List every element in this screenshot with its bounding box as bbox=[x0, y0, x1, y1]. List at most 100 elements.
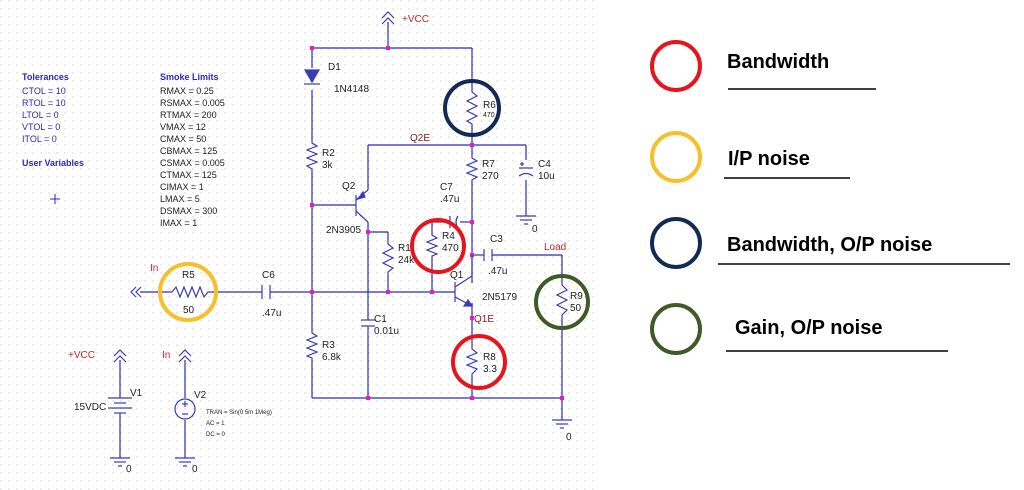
vcc-source-label: +VCC bbox=[68, 350, 95, 361]
resistor-r2-icon bbox=[305, 140, 319, 172]
r6-value: 470 bbox=[483, 112, 495, 119]
smoke-limit-line: VMAX = 12 bbox=[160, 122, 206, 132]
v1-name: V1 bbox=[130, 388, 143, 399]
junction-dot bbox=[560, 396, 564, 400]
legend-item-bandwidth-op-noise: Bandwidth, O/P noise bbox=[650, 217, 1010, 269]
q1-part: 2N5179 bbox=[482, 292, 517, 303]
smoke-limit-line: RSMAX = 0.005 bbox=[160, 98, 225, 108]
c3-name: C3 bbox=[490, 234, 503, 245]
v2-name: V2 bbox=[194, 390, 207, 401]
c7-name: C7 bbox=[440, 182, 453, 193]
capacitor-c1-icon bbox=[361, 319, 375, 336]
resistor-r3-icon bbox=[305, 330, 319, 360]
vcc-symbol-source bbox=[113, 349, 127, 363]
r8-name: R8 bbox=[483, 352, 496, 363]
crosshair-cursor bbox=[50, 194, 60, 204]
smoke-limits-block: Smoke Limits RMAX = 0.25 RSMAX = 0.005 R… bbox=[160, 72, 225, 228]
tolerance-line: RTOL = 10 bbox=[22, 98, 66, 108]
user-variables-title: User Variables bbox=[22, 158, 84, 168]
legend-swatch-circle bbox=[650, 40, 702, 92]
junction-dot bbox=[470, 220, 474, 224]
resistor-r9-icon bbox=[555, 280, 569, 318]
legend-swatch-circle bbox=[650, 217, 702, 269]
r4-value: 470 bbox=[442, 243, 459, 254]
legend-item-ip-noise: I/P noise bbox=[650, 131, 850, 183]
resistor-r8-icon bbox=[465, 345, 479, 378]
junctions bbox=[310, 46, 564, 400]
junction-dot bbox=[470, 316, 474, 320]
r2-name: R2 bbox=[322, 148, 335, 159]
input-arrow-icon bbox=[130, 286, 142, 298]
r8-value: 3.3 bbox=[483, 364, 497, 375]
v2-ac: AC = 1 bbox=[206, 421, 225, 427]
legend-item-gain-op-noise: Gain, O/P noise bbox=[650, 303, 948, 355]
legend-swatch-circle bbox=[650, 303, 702, 355]
c6-value: .47u bbox=[262, 308, 281, 319]
smoke-limit-line: CMAX = 50 bbox=[160, 134, 206, 144]
junction-dot bbox=[470, 143, 474, 147]
legend-item-bandwidth: Bandwidth bbox=[650, 40, 876, 92]
transistor-q2-icon bbox=[355, 189, 369, 223]
c4-value: 10u bbox=[538, 171, 555, 182]
r7-value: 270 bbox=[482, 171, 499, 182]
junction-dot bbox=[366, 396, 370, 400]
junction-dot bbox=[310, 203, 314, 207]
ground-c4-icon bbox=[516, 215, 536, 225]
ac-source-v2-icon bbox=[174, 398, 196, 420]
q2e-net-label: Q2E bbox=[410, 133, 430, 144]
capacitor-c4-icon bbox=[518, 162, 534, 177]
highlight-r6-circle bbox=[443, 79, 501, 137]
legend-label: Bandwidth bbox=[727, 51, 829, 73]
smoke-limit-line: CBMAX = 125 bbox=[160, 146, 217, 156]
battery-v1-icon bbox=[108, 397, 132, 418]
r9-name: R9 bbox=[570, 291, 583, 302]
smoke-limit-line: CSMAX = 0.005 bbox=[160, 158, 225, 168]
c7-value: .47u bbox=[440, 194, 459, 205]
highlight-r5-circle bbox=[158, 262, 218, 322]
capacitor-c6-icon bbox=[261, 285, 271, 299]
load-net-label: Load bbox=[544, 242, 566, 253]
junction-dot bbox=[310, 290, 314, 294]
r9-value: 50 bbox=[570, 303, 582, 314]
r2-value: 3k bbox=[322, 160, 334, 171]
r1-value: 24k bbox=[398, 255, 415, 266]
legend: Bandwidth I/P noise Bandwidth, O/P noise… bbox=[650, 40, 1010, 355]
highlight-circles bbox=[158, 79, 590, 390]
tolerances-block: Tolerances CTOL = 10 RTOL = 10 LTOL = 0 … bbox=[22, 72, 84, 168]
smoke-limit-line: RMAX = 0.25 bbox=[160, 86, 214, 96]
highlight-r4-circle bbox=[410, 218, 466, 274]
d1-value: 1N4148 bbox=[334, 84, 369, 95]
r5-value: 50 bbox=[183, 305, 195, 316]
c1-name: C1 bbox=[374, 314, 387, 325]
tolerance-line: LTOL = 0 bbox=[22, 110, 59, 120]
highlight-r8-circle bbox=[451, 334, 507, 390]
tolerance-line: ITOL = 0 bbox=[22, 134, 57, 144]
c4-ground-label: 0 bbox=[532, 224, 538, 235]
tolerances-title: Tolerances bbox=[22, 72, 69, 82]
v2-dc: DC = 0 bbox=[206, 432, 226, 438]
d1-name: D1 bbox=[328, 62, 341, 73]
resistor-r4-icon bbox=[425, 232, 439, 258]
junction-dot bbox=[310, 46, 314, 50]
dot-grid bbox=[0, 0, 600, 490]
c4-name: C4 bbox=[538, 159, 551, 170]
smoke-limits-title: Smoke Limits bbox=[160, 72, 219, 82]
smoke-limit-line: CIMAX = 1 bbox=[160, 182, 204, 192]
r3-value: 6.8k bbox=[322, 352, 342, 363]
in-net-label: In bbox=[150, 263, 158, 274]
junction-dot bbox=[386, 290, 390, 294]
ground-v1-icon bbox=[110, 457, 130, 467]
ground-main-label: 0 bbox=[566, 432, 572, 443]
ground-v2-icon bbox=[175, 457, 195, 467]
transistor-q1-icon bbox=[454, 255, 474, 307]
smoke-limit-line: LMAX = 5 bbox=[160, 194, 200, 204]
highlight-r9-circle bbox=[534, 274, 590, 330]
diode-d1-icon bbox=[303, 69, 321, 85]
in-source-label: In bbox=[162, 350, 170, 361]
r3-name: R3 bbox=[322, 340, 335, 351]
vcc-symbol-top bbox=[381, 11, 395, 25]
q1e-net-label: Q1E bbox=[474, 314, 494, 325]
v1-ground-label: 0 bbox=[126, 464, 132, 475]
r5-name: R5 bbox=[182, 270, 195, 281]
